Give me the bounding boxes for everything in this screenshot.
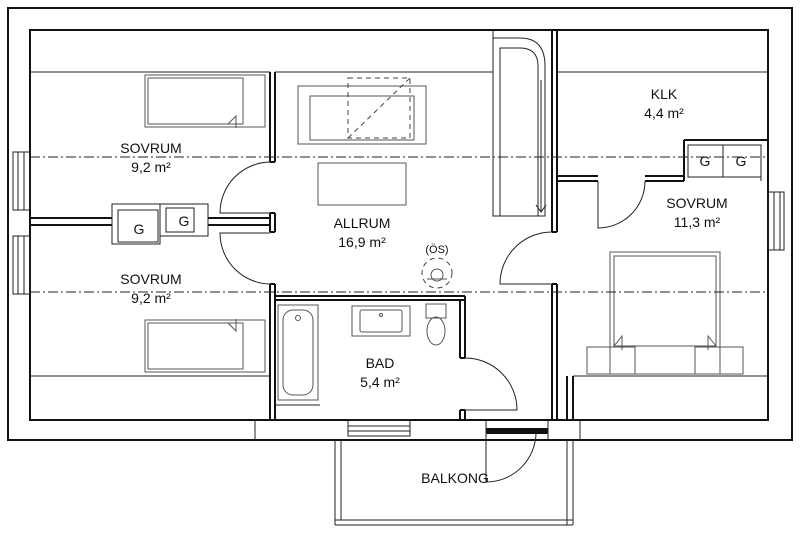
windows — [12, 151, 785, 437]
os-label: (ÖS) — [425, 244, 448, 256]
sovrum-top-area: 9,2 m² — [131, 159, 171, 175]
roof-lines — [30, 156, 768, 293]
wardrobe-marker: G — [179, 213, 190, 229]
furniture — [144, 74, 744, 401]
interior-walls — [30, 30, 768, 420]
bad-name: BAD — [366, 355, 395, 371]
klk-name: KLK — [651, 86, 678, 102]
sovrum-bottom-area: 9,2 m² — [131, 290, 171, 306]
sovrum-bottom-name: SOVRUM — [120, 271, 181, 287]
allrum-area: 16,9 m² — [338, 234, 386, 250]
allrum-name: ALLRUM — [334, 215, 391, 231]
wardrobe-marker: G — [736, 153, 747, 169]
sovrum-top-name: SOVRUM — [120, 140, 181, 156]
sovrum-right-area: 11,3 m² — [674, 214, 721, 230]
wardrobe-marker: G — [134, 221, 145, 237]
sovrum-right-name: SOVRUM — [666, 195, 727, 211]
balkong-name: BALKONG — [421, 470, 489, 486]
balcony — [254, 420, 581, 526]
wardrobe-marker: G — [700, 153, 711, 169]
doors — [219, 161, 646, 483]
klk-area: 4,4 m² — [644, 105, 684, 121]
bad-area: 5,4 m² — [360, 374, 400, 390]
staircase — [492, 30, 547, 217]
